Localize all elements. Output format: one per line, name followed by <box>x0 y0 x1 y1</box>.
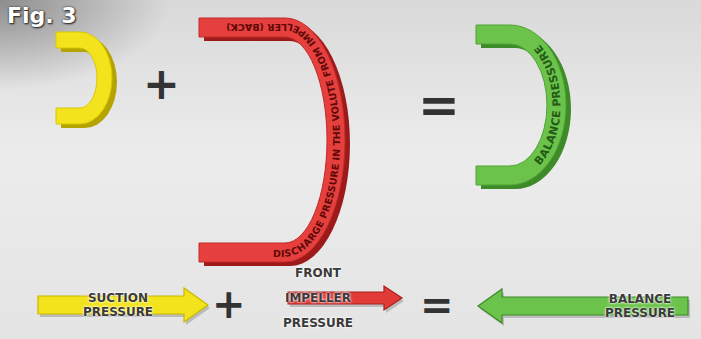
suction-ring <box>56 32 117 128</box>
plus-sign: + <box>143 62 180 106</box>
suction-arrow: SUCTION PRESSURE <box>38 282 208 328</box>
plus-sign: + <box>212 284 246 324</box>
discharge-ring: DISCHARGE PRESSURE IN THE VOLUTE FROM IM… <box>190 14 365 276</box>
arrow-label: BALANCE PRESSURE <box>596 292 684 320</box>
balance-ring-shape: BALANCE PRESSURE <box>455 20 585 195</box>
arrow-label: FRONT IMPELLER PRESSURE <box>274 261 362 336</box>
balance-ring: BALANCE PRESSURE <box>455 20 585 195</box>
balance-ring-body <box>476 25 571 189</box>
ring-label: DISCHARGE PRESSURE IN THE VOLUTE FROM IM… <box>226 22 341 258</box>
arrow-label: SUCTION PRESSURE <box>78 291 158 319</box>
ring-face <box>56 32 112 124</box>
ring-face <box>199 18 345 262</box>
ring-label: BALANCE PRESSURE <box>531 43 563 168</box>
arrow-body <box>478 289 688 323</box>
front-impeller-arrow: FRONT IMPELLER PRESSURE <box>262 258 402 338</box>
balance-arrow: BALANCE PRESSURE <box>478 284 688 328</box>
ring-label-path: BALANCE PRESSURE <box>531 43 563 168</box>
discharge-ring-body <box>199 18 350 266</box>
arrow-body <box>38 288 208 322</box>
balance-arrow-text-box: BALANCE PRESSURE <box>596 292 684 320</box>
front-impeller-arrow-text-box: FRONT IMPELLER PRESSURE <box>274 261 362 336</box>
figure-title: Fig. 3 <box>7 3 77 28</box>
ring-face <box>476 25 566 185</box>
equals-sign: = <box>420 285 454 325</box>
discharge-ring-shape: DISCHARGE PRESSURE IN THE VOLUTE FROM IM… <box>190 14 365 276</box>
equals-sign: = <box>418 80 460 130</box>
suction-arrow-text-box: SUCTION PRESSURE <box>78 291 158 319</box>
ring-label-path: DISCHARGE PRESSURE IN THE VOLUTE FROM IM… <box>226 22 341 258</box>
